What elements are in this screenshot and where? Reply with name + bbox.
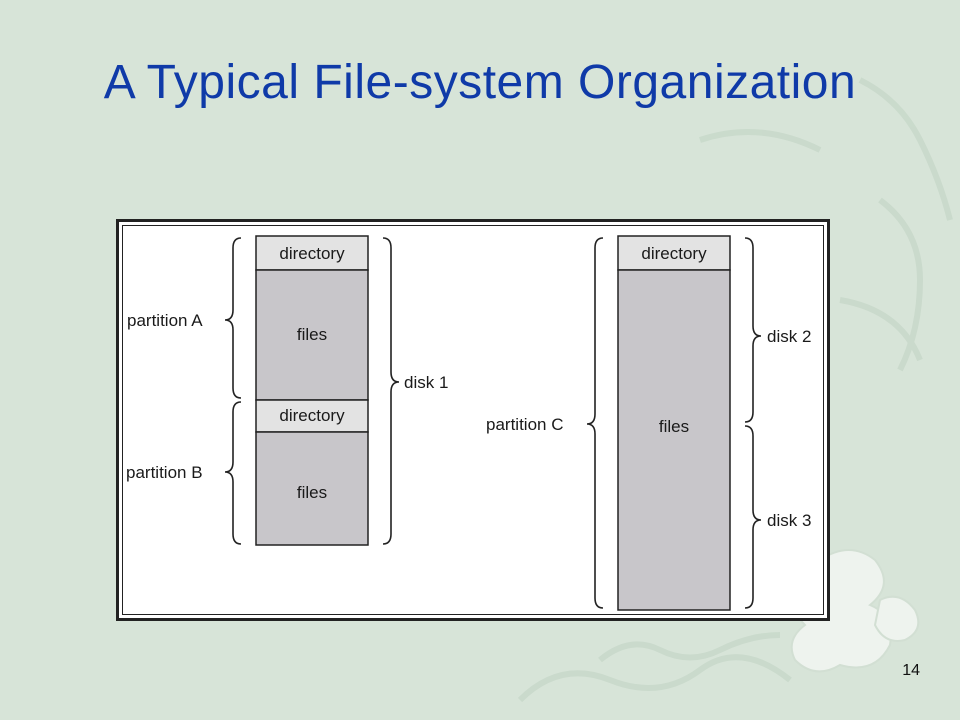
- disk2-files-label: files: [659, 417, 689, 436]
- figure-frame: directory files directory files director…: [116, 219, 830, 621]
- figure-inner-border: [122, 225, 824, 615]
- disk1-directory-b-label: directory: [279, 406, 345, 425]
- partition-c-label: partition C: [486, 415, 563, 434]
- disk1-files-a-block: [255, 269, 369, 401]
- disk-2-label: disk 2: [767, 327, 811, 346]
- partition-b-brace: [224, 401, 242, 545]
- disk-1-brace: [382, 237, 400, 545]
- partition-a-label: partition A: [127, 311, 203, 330]
- disk-3-label: disk 3: [767, 511, 811, 530]
- file-system-diagram: directory files directory files director…: [126, 235, 811, 611]
- disk-3-brace: [744, 425, 762, 609]
- disk1-files-b-block: [255, 431, 369, 546]
- partition-c-brace: [586, 237, 604, 609]
- slide-title: A Typical File-system Organization: [103, 56, 857, 109]
- disk1-files-b-label: files: [297, 483, 327, 502]
- page-number: 14: [902, 662, 920, 679]
- disk-1-label: disk 1: [404, 373, 448, 392]
- partition-a-brace: [224, 237, 242, 399]
- partition-b-label: partition B: [126, 463, 203, 482]
- disk-2-brace: [744, 237, 762, 423]
- disk2-directory-label: directory: [641, 244, 707, 263]
- disk1-directory-b-block: [255, 399, 369, 433]
- disk1-directory-a-block: [255, 235, 369, 271]
- disk2-files-block: [617, 269, 731, 611]
- disk1-files-a-label: files: [297, 325, 327, 344]
- disk1-directory-a-label: directory: [279, 244, 345, 263]
- disk2-directory-block: [617, 235, 731, 271]
